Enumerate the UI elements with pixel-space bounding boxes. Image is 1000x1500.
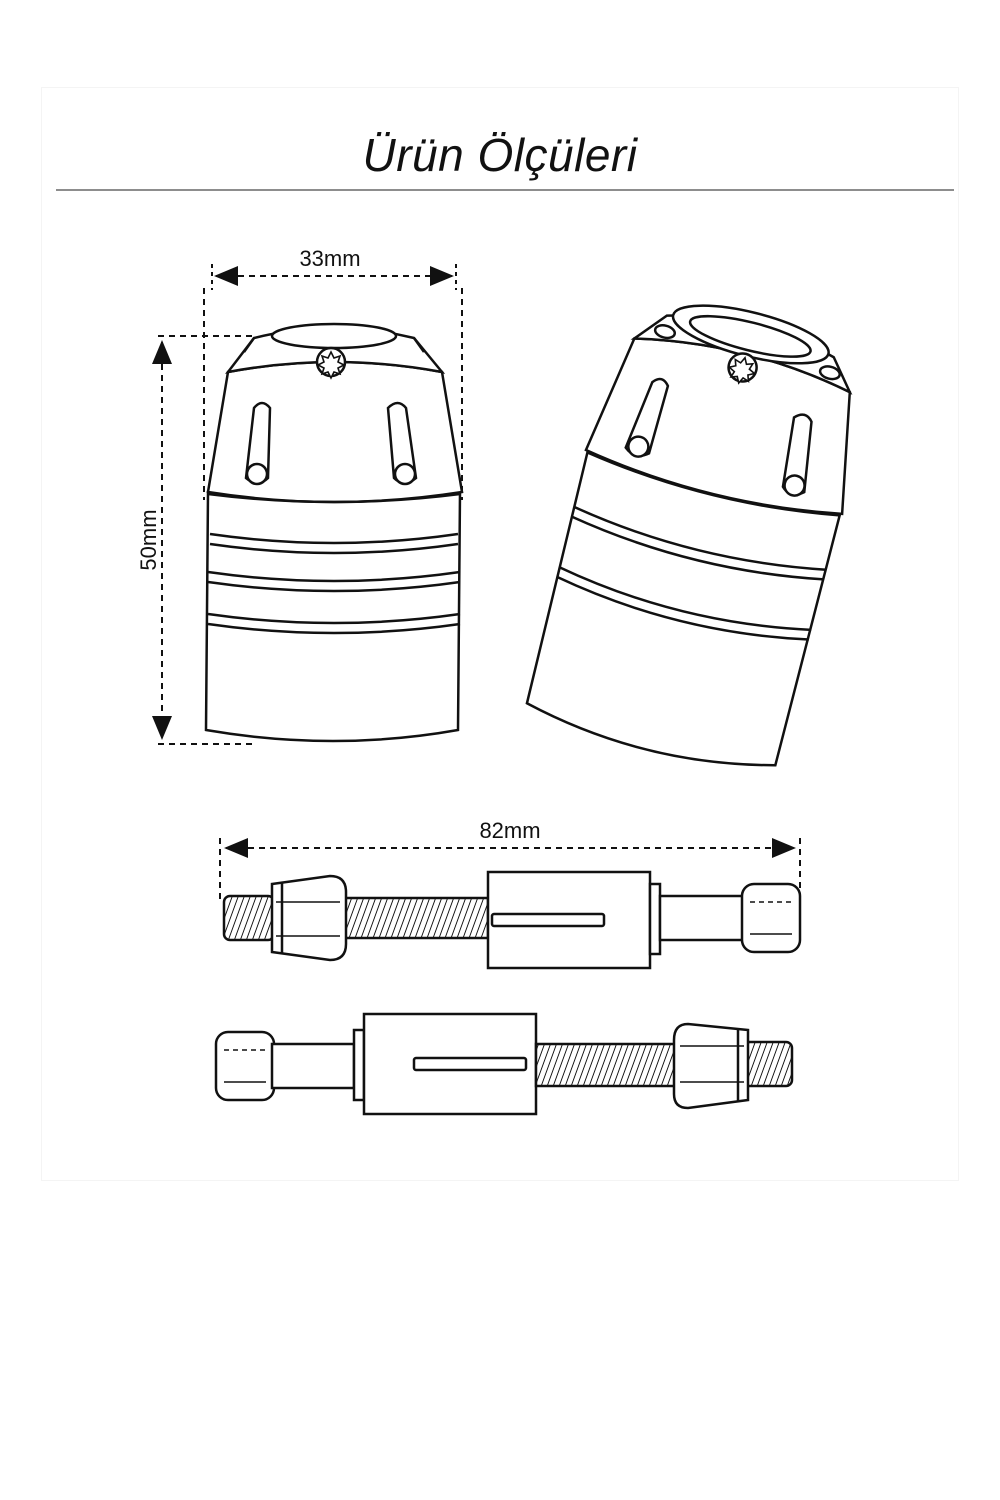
title-divider (56, 189, 954, 191)
width-label: 33mm (299, 246, 360, 271)
page-title: Ürün Ölçüleri (362, 129, 638, 181)
bolt-length-label: 82mm (479, 818, 540, 843)
slider-front-view (204, 322, 464, 743)
height-dimension (152, 335, 256, 745)
slider-perspective-view (525, 304, 853, 767)
bolt-assembly-top (222, 870, 802, 970)
width-dimension (203, 264, 463, 500)
height-label: 50mm (136, 509, 161, 570)
bolt-length-dimension (219, 838, 801, 900)
bolt-assembly-bottom (214, 1012, 794, 1116)
